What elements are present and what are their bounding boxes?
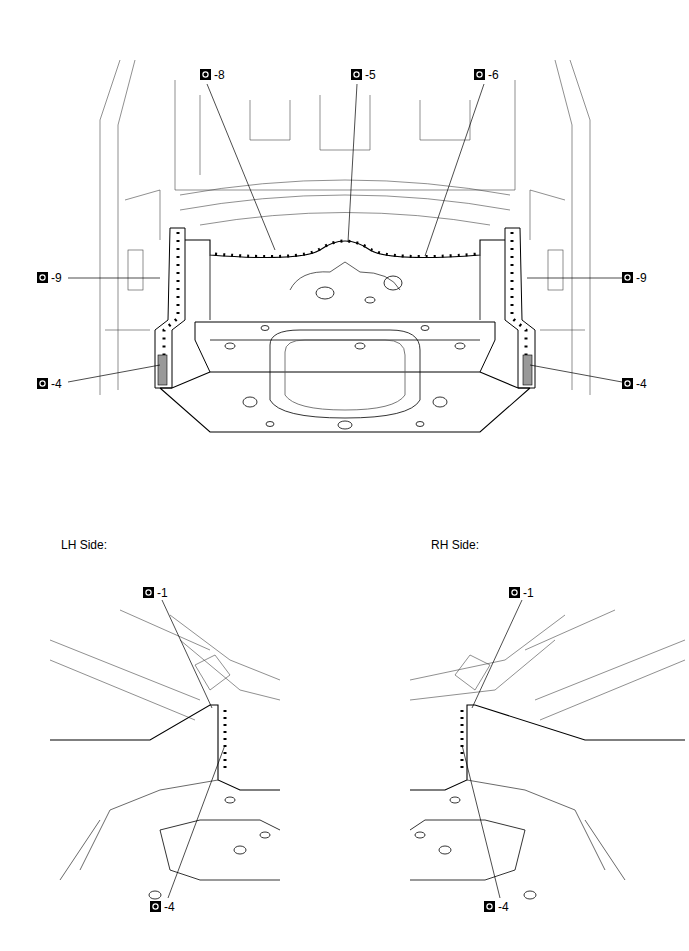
sealer-symbol-ring xyxy=(40,381,45,386)
callout-number: -1 xyxy=(522,586,535,600)
sealer-symbol-ring xyxy=(153,904,158,909)
sealer-symbol-ring xyxy=(354,72,359,77)
callout-number: -4 xyxy=(635,377,648,391)
sealer-symbol xyxy=(474,69,485,80)
callout-number: -4 xyxy=(163,900,176,914)
callout-number: -6 xyxy=(487,68,500,82)
callout-number: -4 xyxy=(50,377,63,391)
sealer-symbol-ring xyxy=(146,590,151,595)
sealer-symbol xyxy=(37,378,48,389)
callout-number: -9 xyxy=(635,271,648,285)
sealer-symbol-ring xyxy=(512,590,517,595)
callout-number: -8 xyxy=(213,68,226,82)
callout-number: -9 xyxy=(50,271,63,285)
sealer-symbol-ring xyxy=(477,72,482,77)
sealer-symbol xyxy=(200,69,211,80)
sealer-symbol xyxy=(37,272,48,283)
sealer-symbol xyxy=(622,272,633,283)
view-title: LH Side: xyxy=(60,538,108,552)
sealer-symbol xyxy=(509,587,520,598)
sealer-symbol xyxy=(143,587,154,598)
callout-number: -5 xyxy=(364,68,377,82)
sealer-symbol-ring xyxy=(625,275,630,280)
sealer-symbol-ring xyxy=(40,275,45,280)
sealer-symbol-ring xyxy=(625,381,630,386)
view-title: RH Side: xyxy=(430,538,480,552)
sealer-symbol-ring xyxy=(487,904,492,909)
callout-number: -1 xyxy=(156,586,169,600)
sealer-symbol xyxy=(484,901,495,912)
sealer-symbol xyxy=(150,901,161,912)
sealer-symbol xyxy=(351,69,362,80)
sealer-symbol-ring xyxy=(203,72,208,77)
sealer-symbol xyxy=(622,378,633,389)
callout-number: -4 xyxy=(497,900,510,914)
